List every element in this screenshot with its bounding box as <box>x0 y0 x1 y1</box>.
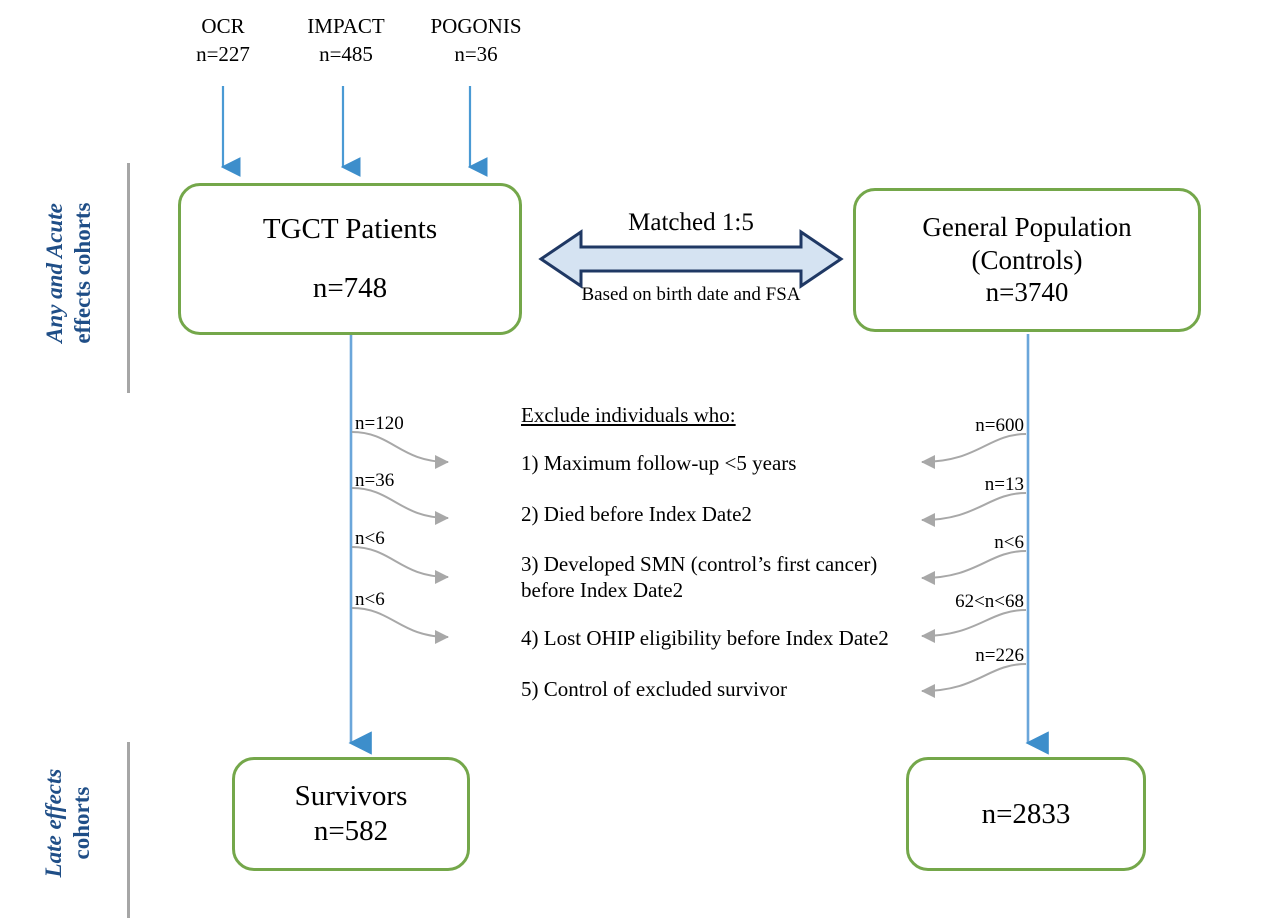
box-title: Survivors <box>294 780 408 813</box>
section-divider-bar-top <box>127 163 130 393</box>
cohort-label-late-effects: Late effects cohorts <box>0 769 158 878</box>
box-tgct-patients: TGCT Patients n=748 <box>178 183 522 335</box>
cohort-label-any-acute: Any and Acute effects cohorts <box>0 202 184 343</box>
exclusion-item-3-line1: 3) Developed SMN (control’s first cancer… <box>521 552 878 576</box>
box-survivors: Survivors n=582 <box>232 757 470 871</box>
cohort-label-regular: effects cohorts <box>70 202 95 344</box>
exclusion-item-2: 2) Died before Index Date2 <box>521 502 752 526</box>
exclusion-count-controls-1: n=600 <box>975 415 1024 436</box>
exclusion-list-heading: Exclude individuals who: <box>521 403 736 427</box>
source-label-pogonis: POGONIS n=36 <box>406 12 546 69</box>
box-general-population-controls: General Population (Controls) n=3740 <box>853 188 1201 332</box>
exclusion-item-3-line2: before Index Date2 <box>521 578 684 603</box>
source-label-impact: IMPACT n=485 <box>278 12 414 69</box>
source-name: IMPACT <box>307 14 385 38</box>
section-divider-bar-bottom <box>127 742 130 918</box>
source-count: n=36 <box>454 42 498 67</box>
source-name: OCR <box>201 14 245 38</box>
exclusion-arrow-controls-1 <box>921 433 1027 469</box>
exclusion-count-controls-2: n=13 <box>984 474 1024 495</box>
exclusion-arrow-controls-2 <box>921 492 1027 527</box>
cohort-label-italic: Any and Acute <box>41 203 67 343</box>
cohort-label-regular: cohorts <box>69 786 94 860</box>
exclusion-item-1: 1) Maximum follow-up <5 years <box>521 451 797 475</box>
exclusion-arrow-controls-5 <box>921 663 1027 698</box>
box-controls-final: n=2833 <box>906 757 1146 871</box>
exclusion-arrow-controls-3 <box>921 550 1027 585</box>
exclusion-item-5: 5) Control of excluded survivor <box>521 677 787 701</box>
matched-arrow-top-label: Matched 1:5 <box>628 209 754 236</box>
box-count: n=582 <box>313 815 389 847</box>
exclusion-count-patients-2: n=36 <box>355 470 395 491</box>
source-count: n=227 <box>196 42 250 67</box>
box-count: n=2833 <box>981 797 1071 830</box>
box-title-line2: (Controls) <box>971 244 1083 275</box>
exclusion-count-patients-4: n<6 <box>355 589 385 610</box>
exclusion-item-4: 4) Lost OHIP eligibility before Index Da… <box>521 626 889 650</box>
exclusion-count-patients-1: n=120 <box>355 413 404 434</box>
exclusion-arrow-patients-2 <box>351 487 449 525</box>
cohort-label-italic: Late effects <box>40 768 66 878</box>
box-count: n=748 <box>312 272 388 304</box>
exclusion-count-controls-4: 62<n<68 <box>955 591 1024 612</box>
box-title: TGCT Patients <box>262 213 438 246</box>
exclusion-arrow-patients-1 <box>351 431 449 469</box>
matched-arrow-bottom-label: Based on birth date and FSA <box>581 284 801 305</box>
exclusion-count-controls-5: n=226 <box>975 645 1024 666</box>
source-name: POGONIS <box>430 14 522 38</box>
exclusion-arrow-patients-4 <box>351 607 449 644</box>
exclusion-arrow-patients-3 <box>351 546 449 584</box>
source-count: n=485 <box>319 42 373 67</box>
exclusion-count-controls-3: n<6 <box>994 532 1024 553</box>
exclusion-item-3: 3) Developed SMN (control’s first cancer… <box>521 551 877 603</box>
box-count: n=3740 <box>985 277 1069 308</box>
source-label-ocr: OCR n=227 <box>158 12 288 69</box>
matched-double-arrow <box>538 229 844 289</box>
exclusion-arrow-controls-4 <box>921 609 1027 643</box>
box-title-line1: General Population <box>922 211 1132 242</box>
exclusion-count-patients-3: n<6 <box>355 528 385 549</box>
